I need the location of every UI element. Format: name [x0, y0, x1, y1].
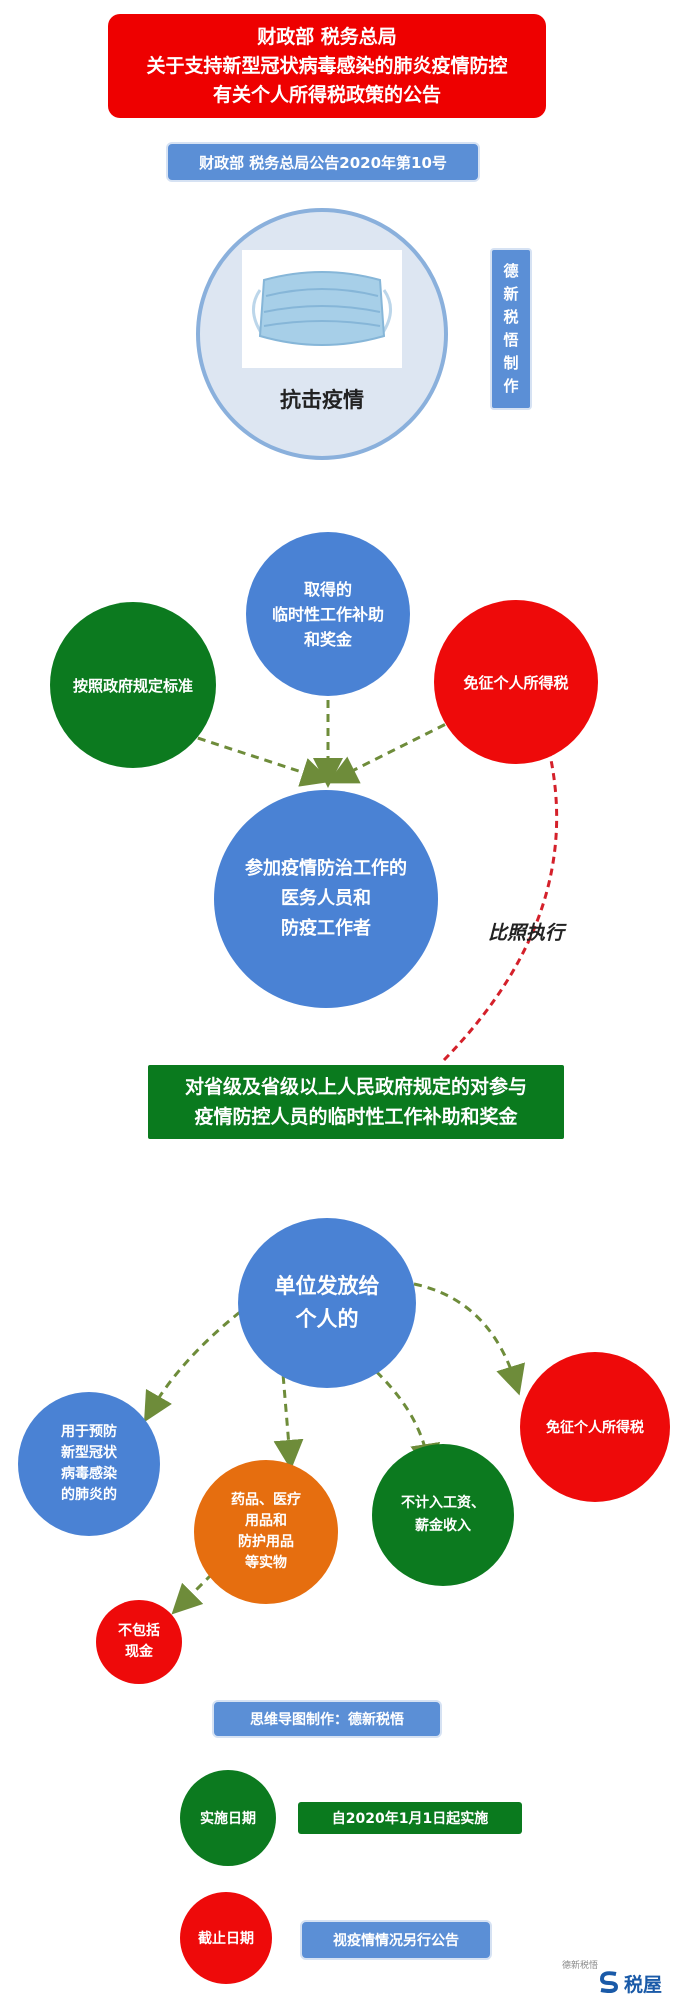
credit-label: 思维导图制作：德新税悟 [212, 1700, 442, 1738]
node-exempt-2-text: 免征个人所得税 [546, 1420, 644, 1436]
watermark: 德新税悟 税屋 [560, 1958, 680, 1998]
arrow-to-orange [273, 1361, 304, 1470]
node-supplies-line: 药品、医疗 [231, 1492, 301, 1508]
node-no-cash-line: 现金 [125, 1644, 153, 1660]
node-medical-staff-line: 防疫工作者 [281, 918, 371, 939]
deadline-value: 视疫情情况另行公告 [333, 1933, 459, 1949]
vertical-char: 作 [503, 377, 519, 395]
compare-label: 比照执行 [488, 922, 565, 944]
node-employer-payment-line: 个人的 [295, 1307, 359, 1331]
policy-banner-line: 对省级及省级以上人民政府规定的对参与 [184, 1076, 527, 1098]
node-subsidy: 取得的 临时性工作补助 和奖金 [246, 532, 410, 696]
vertical-char: 新 [503, 285, 519, 303]
node-no-cash-line: 不包括 [118, 1623, 160, 1639]
deadline-box: 视疫情情况另行公告 [300, 1920, 492, 1960]
node-exempt-1: 免征个人所得税 [434, 600, 598, 764]
mask-icon [242, 250, 402, 368]
arrow-to-small-red [171, 1572, 214, 1615]
mask-circle: 抗击疫情 [196, 208, 448, 460]
node-medical-staff: 参加疫情防治工作的 医务人员和 防疫工作者 [214, 790, 438, 1008]
vertical-char: 悟 [503, 331, 519, 349]
arrow-red-right [327, 710, 471, 784]
node-medical-staff-line: 医务人员和 [281, 888, 371, 909]
implement-date-node: 实施日期 [180, 1770, 276, 1866]
node-exempt-2: 免征个人所得税 [520, 1352, 670, 1502]
node-no-cash: 不包括 现金 [96, 1600, 182, 1684]
policy-banner-line: 疫情防控人员的临时性工作补助和奖金 [194, 1106, 518, 1128]
node-subsidy-line: 和奖金 [303, 629, 352, 649]
node-employer-payment-line: 单位发放给 [274, 1274, 380, 1298]
node-supplies: 药品、医疗 用品和 防护用品 等实物 [194, 1460, 338, 1604]
vertical-char: 德 [503, 262, 519, 280]
node-gov-standard-text: 按照政府规定标准 [72, 676, 193, 695]
node-prevention-line: 用于预防 [61, 1424, 117, 1440]
node-employer-payment: 单位发放给 个人的 [238, 1218, 416, 1388]
implement-date-box: 自2020年1月1日起实施 [298, 1802, 522, 1834]
node-gov-standard: 按照政府规定标准 [50, 602, 216, 768]
node-prevention-line: 病毒感染 [61, 1466, 117, 1482]
implement-date-label: 实施日期 [200, 1811, 256, 1827]
arrow-red-compare [442, 706, 560, 1062]
node-medical-staff-line: 参加疫情防治工作的 [245, 858, 407, 879]
node-subsidy-line: 临时性工作补助 [271, 604, 384, 624]
watermark-brand: 税屋 [624, 1974, 663, 1996]
vertical-char: 制 [503, 354, 519, 372]
mask-circle-label: 抗击疫情 [280, 388, 364, 412]
title-line-1: 财政部 税务总局 [257, 25, 397, 48]
node-supplies-line: 防护用品 [238, 1534, 294, 1550]
node-prevention: 用于预防 新型冠状 病毒感染 的肺炎的 [18, 1392, 160, 1536]
node-prevention-line: 新型冠状 [61, 1445, 117, 1461]
title-box: 财政部 税务总局 关于支持新型冠状病毒感染的肺炎疫情防控 有关个人所得税政策的公… [108, 14, 546, 118]
arrow-to-red [413, 1282, 525, 1396]
shuiwu-logo-icon [599, 1971, 619, 1993]
credit-text: 思维导图制作：德新税悟 [250, 1712, 404, 1728]
node-exempt-1-text: 免征个人所得税 [463, 673, 569, 692]
arrow-to-left-blue [144, 1310, 241, 1423]
policy-banner: 对省级及省级以上人民政府规定的对参与 疫情防控人员的临时性工作补助和奖金 [148, 1065, 564, 1139]
title-line-2: 关于支持新型冠状病毒感染的肺炎疫情防控 [146, 54, 508, 77]
deadline-node: 截止日期 [180, 1892, 272, 1984]
node-not-salary: 不计入工资、 薪金收入 [372, 1444, 514, 1586]
node-supplies-line: 等实物 [245, 1555, 287, 1571]
vertical-char: 税 [503, 308, 519, 326]
announcement-label: 财政部 税务总局公告2020年第10号 [166, 142, 480, 182]
announcement-text: 财政部 税务总局公告2020年第10号 [199, 153, 447, 172]
node-supplies-line: 用品和 [245, 1513, 287, 1529]
vertical-tag: 德 新 税 悟 制 作 [490, 248, 532, 410]
node-prevention-line: 的肺炎的 [61, 1487, 117, 1503]
node-subsidy-line: 取得的 [303, 579, 352, 599]
node-not-salary-line: 不计入工资、 [401, 1495, 485, 1511]
watermark-caption: 德新税悟 [562, 1961, 599, 1971]
implement-date-value: 自2020年1月1日起实施 [331, 1811, 489, 1827]
deadline-label: 截止日期 [198, 1931, 254, 1947]
node-not-salary-line: 薪金收入 [415, 1518, 471, 1534]
title-line-3: 有关个人所得税政策的公告 [212, 83, 441, 106]
